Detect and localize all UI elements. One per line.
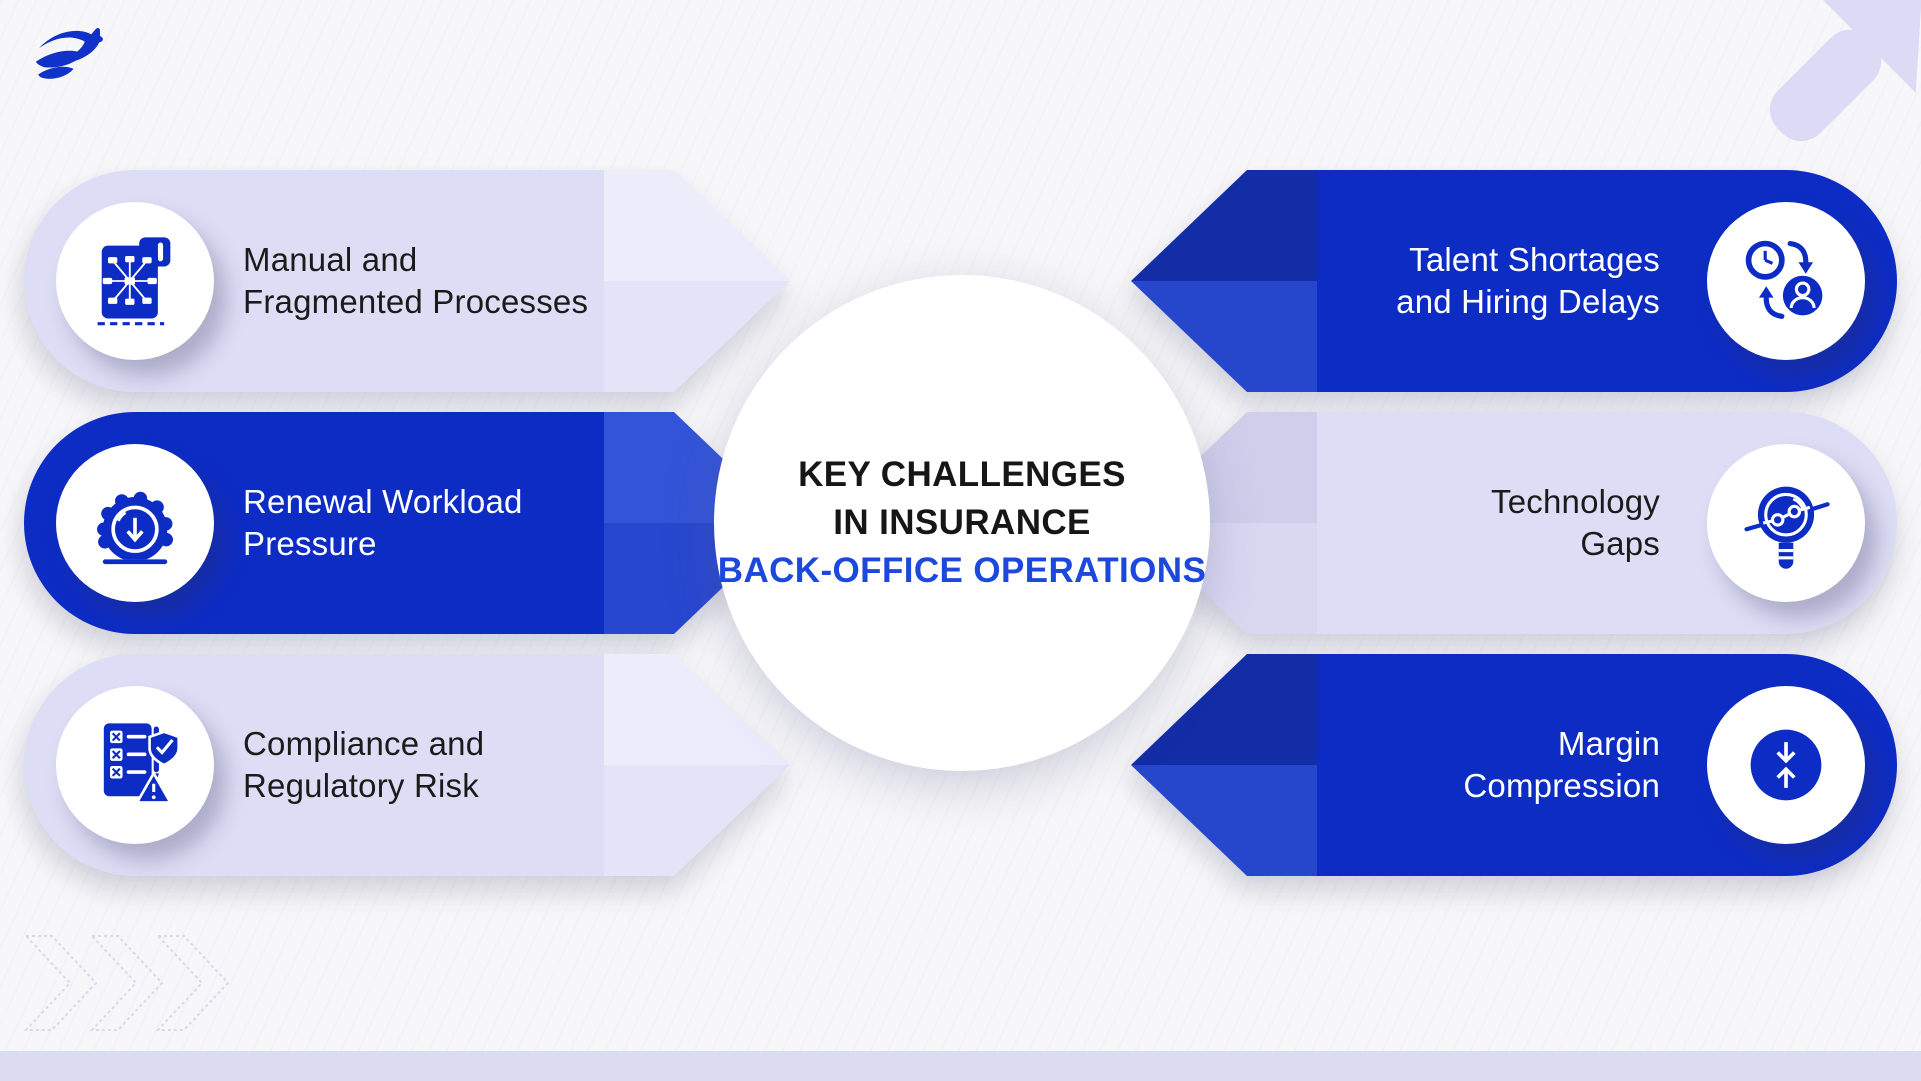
challenge-label: Margin Compression [1463, 725, 1660, 804]
talent-cycle-icon [1745, 240, 1823, 319]
icon-circle [56, 686, 214, 844]
challenge-card-renewal-workload-pressure: Renewal Workload Pressure [24, 412, 790, 634]
arrowhead-right [604, 170, 790, 392]
arrowhead-left [1131, 170, 1317, 392]
challenge-label: Technology Gaps [1491, 483, 1660, 562]
icon-circle [56, 444, 214, 602]
phoenix-logo [36, 27, 103, 79]
challenge-card-compliance-regulatory-risk: Compliance and Regulatory Risk [24, 654, 790, 876]
bottom-accent-bar [0, 1051, 1921, 1081]
triple-chevron-right-icon [23, 935, 230, 1031]
title-line-1: KEY CHALLENGES [798, 454, 1126, 494]
margin-compression-icon [1750, 729, 1822, 801]
process-flow-icon [97, 237, 171, 326]
challenge-card-margin-compression: Margin Compression [1131, 654, 1897, 876]
title-line-2: IN INSURANCE [833, 502, 1091, 542]
technology-magnifier-icon [1744, 486, 1830, 569]
arrow-up-right-icon [1769, 0, 1921, 142]
challenge-label: Renewal Workload Pressure [243, 483, 523, 562]
renewal-gauge-icon [91, 491, 179, 575]
arrowhead-left [1131, 654, 1317, 876]
page-title: KEY CHALLENGES IN INSURANCE BACK-OFFICE … [718, 451, 1206, 596]
challenge-label: Talent Shortages and Hiring Delays [1396, 241, 1660, 320]
compliance-checklist-icon [103, 723, 180, 804]
title-line-3: BACK-OFFICE OPERATIONS [717, 551, 1207, 591]
icon-circle [1707, 444, 1865, 602]
challenge-card-technology-gaps: Technology Gaps [1131, 412, 1897, 634]
icon-circle [56, 202, 214, 360]
icon-circle [1707, 202, 1865, 360]
arrowhead-right [604, 654, 790, 876]
icon-circle [1707, 686, 1865, 844]
challenge-label: Compliance and Regulatory Risk [243, 725, 485, 804]
center-hub: KEY CHALLENGES IN INSURANCE BACK-OFFICE … [714, 275, 1210, 771]
challenge-label: Manual and Fragmented Processes [243, 241, 589, 320]
challenge-card-talent-shortages-hiring-delays: Talent Shortages and Hiring Delays [1131, 170, 1897, 392]
challenge-card-manual-fragmented-processes: Manual and Fragmented Processes [24, 170, 790, 392]
